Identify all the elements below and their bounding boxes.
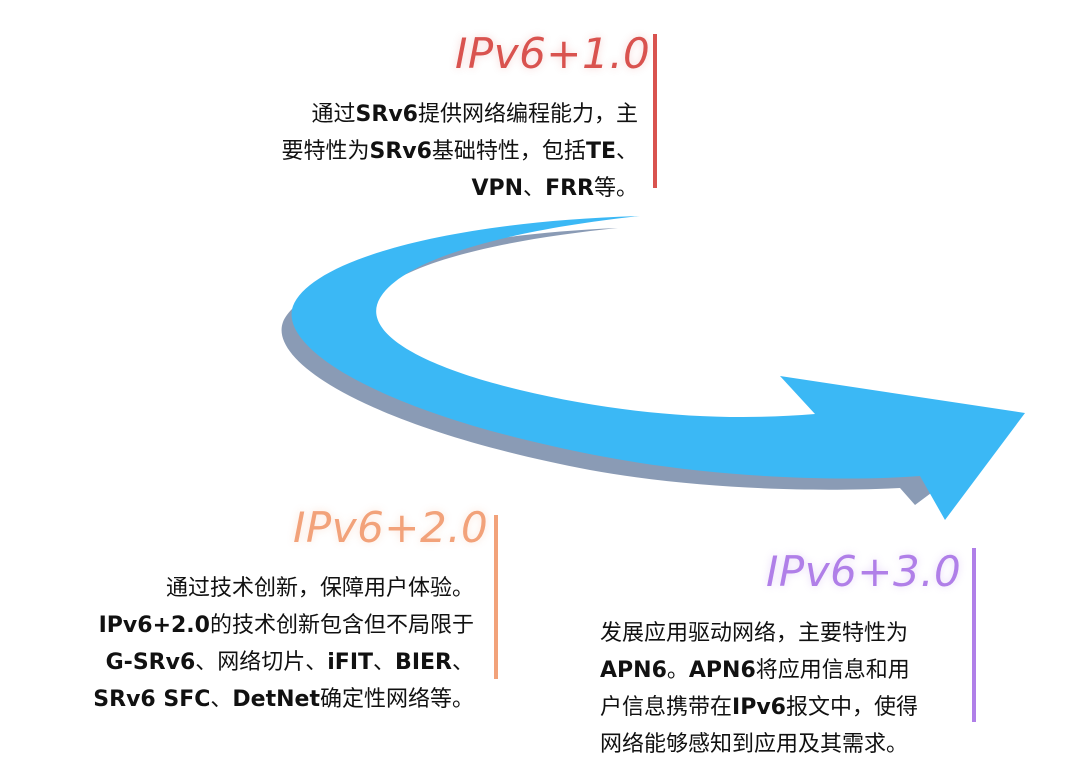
curved-arrow-body [291, 216, 1025, 520]
description-text: 要特性为 [281, 139, 370, 164]
description-text: 。 [666, 658, 689, 683]
description-keyword: IPv6 [732, 695, 786, 720]
stage-accent-bar [972, 548, 976, 722]
stage-title: IPv6+3.0 [766, 547, 962, 596]
stage-description: 通过技术创新，保障用户体验。 IPv6+2.0的技术创新包含但不局限于 G-SRv6… [40, 570, 474, 718]
description-line: 网络能够感知到应用及其需求。 [600, 726, 958, 763]
description-line: VPN、FRR等。 [220, 170, 638, 207]
description-text: 、 [615, 139, 638, 164]
description-text: 的技术创新包含但不局限于 [209, 613, 474, 638]
description-keyword: APN6 [688, 658, 756, 683]
description-text: 、 [523, 176, 546, 201]
description-keyword: APN6 [600, 658, 667, 683]
description-line: 发展应用驱动网络，主要特性为 [600, 615, 958, 652]
description-line: APN6。APN6将应用信息和用 [600, 652, 958, 689]
description-keyword: BIER [395, 650, 452, 675]
description-text: 、 [210, 687, 233, 712]
stage-title: IPv6+1.0 [455, 29, 651, 78]
description-text: 发展应用驱动网络，主要特性为 [600, 621, 909, 646]
description-text: 确定性网络等。 [319, 687, 474, 712]
description-keyword: iFIT [327, 650, 374, 675]
description-keyword: SRv6 [355, 102, 418, 127]
description-text: 基础特性，包括 [431, 139, 586, 164]
description-text: 、网络切片、 [195, 650, 328, 675]
description-keyword: FRR [545, 176, 594, 201]
description-keyword: VPN [471, 176, 524, 201]
description-line: IPv6+2.0的技术创新包含但不局限于 [40, 607, 474, 644]
description-keyword: TE [585, 139, 616, 164]
description-text: 、 [451, 650, 474, 675]
description-keyword: IPv6+2.0 [98, 613, 210, 638]
stage-accent-bar [653, 34, 657, 188]
description-line: G-SRv6、网络切片、iFIT、BIER、 [40, 644, 474, 681]
stage-accent-bar [494, 515, 498, 679]
description-text: 报文中，使得 [785, 695, 918, 720]
description-keyword: G-SRv6 [105, 650, 196, 675]
description-text: 通过技术创新，保障用户体验。 [165, 576, 474, 601]
description-line: 要特性为SRv6基础特性，包括TE、 [220, 133, 638, 170]
description-text: 网络能够感知到应用及其需求。 [600, 732, 909, 757]
stage-description: 通过SRv6提供网络编程能力，主要特性为SRv6基础特性，包括TE、VPN、FR… [220, 96, 638, 207]
description-keyword: SRv6 SFC [93, 687, 211, 712]
description-line: SRv6 SFC、DetNet确定性网络等。 [40, 681, 474, 718]
description-text: 将应用信息和用 [755, 658, 910, 683]
description-line: 户信息携带在IPv6报文中，使得 [600, 689, 958, 726]
description-text: 提供网络编程能力，主 [417, 102, 638, 127]
stage-title: IPv6+2.0 [293, 503, 489, 552]
description-line: 通过SRv6提供网络编程能力，主 [220, 96, 638, 133]
description-text: 通过 [311, 102, 356, 127]
description-text: 等。 [593, 176, 638, 201]
description-text: 户信息携带在 [600, 695, 733, 720]
description-keyword: DetNet [232, 687, 320, 712]
description-text: 、 [373, 650, 396, 675]
description-line: 通过技术创新，保障用户体验。 [40, 570, 474, 607]
description-keyword: SRv6 [369, 139, 432, 164]
